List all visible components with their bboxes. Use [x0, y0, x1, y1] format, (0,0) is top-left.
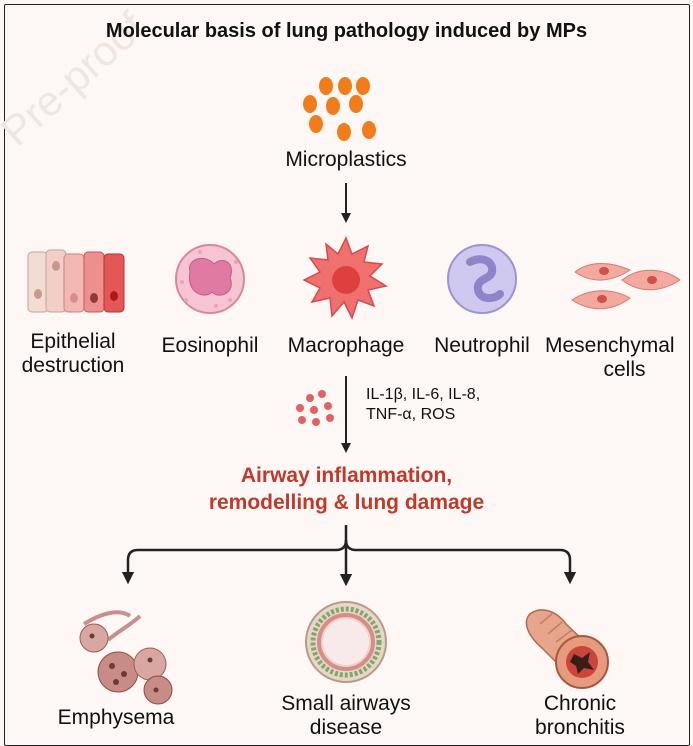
macrophage-icon [302, 236, 388, 320]
small-airway-icon [305, 601, 387, 683]
cell-label-neutrophil: Neutrophil [434, 334, 530, 357]
outcome-label: Airway inflammation,remodelling & lung d… [208, 464, 485, 514]
microplastics-label: Microplastics [285, 148, 407, 171]
neutrophil-icon [447, 244, 517, 314]
cell-label-eosinophil: Eosinophil [161, 334, 259, 357]
branch-arrows [121, 525, 577, 587]
cell-label-macrophage: Macrophage [287, 334, 405, 357]
cell-label-mesenchymal: Mesenchymal cells [545, 334, 675, 381]
eosinophil-icon [175, 244, 245, 314]
mediators-label: IL-1β, IL-6, IL-8,TNF-α, ROS [366, 386, 481, 423]
disease-label-emphysema: Emphysema [57, 706, 175, 729]
microplastics-particles-icon [303, 77, 376, 141]
figure-title: Molecular basis of lung pathology induce… [105, 20, 588, 42]
chronic-bronchitis-icon [525, 609, 609, 689]
emphysema-icon [79, 610, 173, 705]
cytokine-dots-icon [296, 390, 334, 426]
mesenchymal-cells-icon [571, 263, 681, 310]
epithelial-cells-icon [27, 249, 125, 313]
